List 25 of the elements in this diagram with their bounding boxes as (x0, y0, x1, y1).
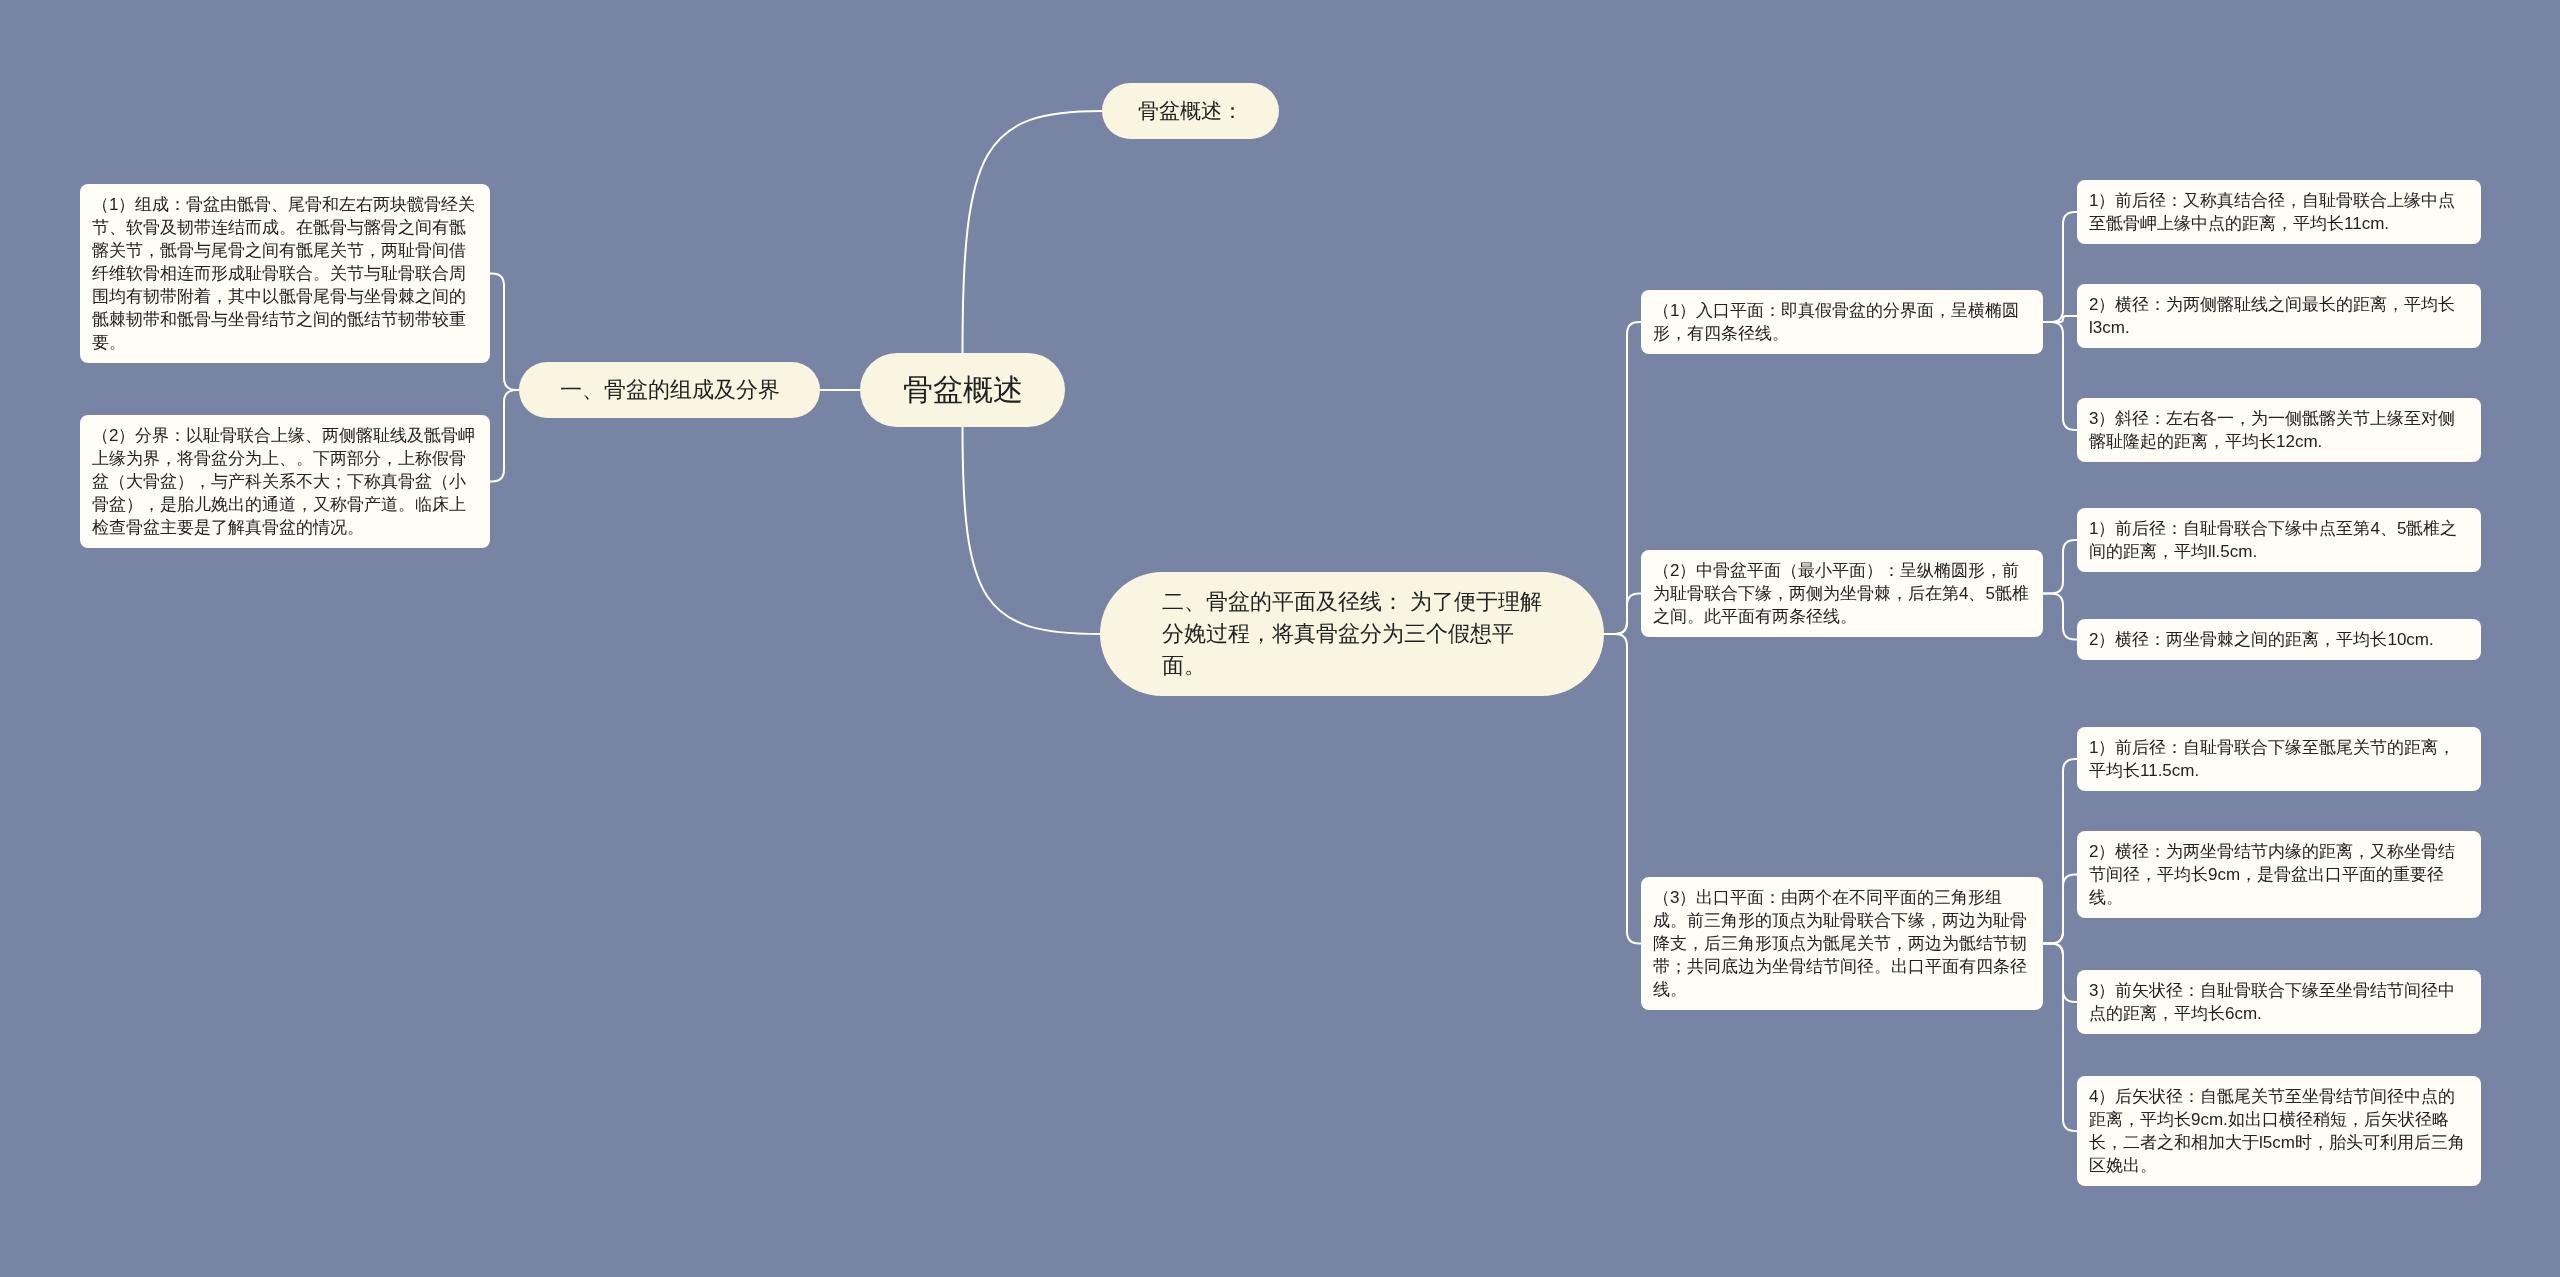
connector-line (1603, 633, 1642, 945)
note-card: 2）横径：两坐骨棘之间的距离，平均长10cm. (2077, 619, 2481, 660)
note-card: 4）后矢状径：自骶尾关节至坐骨结节间径中点的距离，平均长9cm.如出口横径稍短，后矢状径略长，二者之和相加大于l5cm时，胎头可利用后三角区娩出。 (2077, 1076, 2481, 1186)
central-topic: 骨盆概述 (860, 353, 1065, 427)
note-card: （1）组成：骨盆由骶骨、尾骨和左右两块髋骨经关节、软骨及韧带连结而成。在骶骨与髂骨之间有骶髂关节，骶骨与尾骨之间有骶尾关节，两耻骨间借纤维软骨相连而形成耻骨联合。关节与耻骨联合周围均有韧带附着，其中以骶骨尾骨与坐骨棘之间的骶棘韧带和骶骨与坐骨结节之间的骶结节韧带较重要。 (80, 184, 490, 363)
note-card: （3）出口平面：由两个在不同平面的三角形组成。前三角形的顶点为耻骨联合下缘，两边为耻骨降支，后三角形顶点为骶尾关节，两边为骶结节韧带；共同底边为坐骨结节间径。出口平面有四条径线。 (1641, 877, 2043, 1010)
note-card: 1）前后径：自耻骨联合下缘中点至第4、5骶椎之间的距离，平均ll.5cm. (2077, 508, 2481, 572)
note-card: （1）入口平面：即真假骨盆的分界面，呈横椭圆形，有四条径线。 (1641, 290, 2043, 354)
connector-line (961, 426, 1101, 635)
note-card: （2）分界：以耻骨联合上缘、两侧髂耻线及骶骨岬上缘为界，将骨盆分为上、。下两部分，上称假骨盆（大骨盆），与产科关系不大；下称真骨盆（小骨盆），是胎儿娩出的通道，又称骨产道。临床上检查骨盆主要是了解真骨盆的情况。 (80, 415, 490, 548)
connector-line (961, 110, 1103, 354)
connector-line (2042, 942, 2078, 1132)
note-card: 2）横径：为两坐骨结节内缘的距离，又称坐骨结节间径，平均长9cm，是骨盆出口平面的重要径线。 (2077, 831, 2481, 918)
note-card: 1）前后径：又称真结合径，自耻骨联合上缘中点至骶骨岬上缘中点的距离，平均长11cm. (2077, 180, 2481, 244)
topic-bubble: 一、骨盆的组成及分界 (519, 362, 820, 418)
note-card: （2）中骨盆平面（最小平面）：呈纵椭圆形，前为耻骨联合下缘，两侧为坐骨棘，后在第4、5骶椎之间。此平面有两条径线。 (1641, 550, 2043, 637)
connector-line (819, 389, 861, 391)
topic-bubble: 骨盆概述： (1102, 83, 1279, 139)
note-card: 2）横径：为两侧髂耻线之间最长的距离，平均长l3cm. (2077, 284, 2481, 348)
connector-line (2042, 592, 2078, 641)
note-card: 3）斜径：左右各一，为一侧骶髂关节上缘至对侧髂耻隆起的距离，平均长12cm. (2077, 398, 2481, 462)
note-card: 1）前后径：自耻骨联合下缘至骶尾关节的距离，平均长11.5cm. (2077, 727, 2481, 791)
connector-line (2042, 321, 2078, 431)
note-card: 3）前矢状径：自耻骨联合下缘至坐骨结节间径中点的距离，平均长6cm. (2077, 970, 2481, 1034)
topic-bubble: 二、骨盆的平面及径线： 为了便于理解分娩过程，将真骨盆分为三个假想平面。 (1100, 572, 1604, 696)
